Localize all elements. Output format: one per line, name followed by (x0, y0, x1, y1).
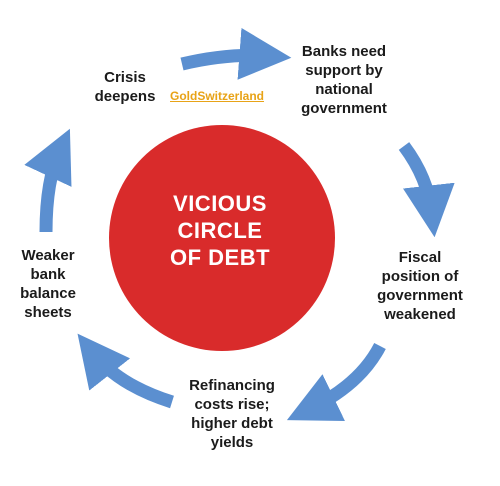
node-line: Refinancing (189, 377, 275, 394)
goldswitzerland-watermark: GoldSwitzerland (170, 89, 265, 103)
center-label: VICIOUS CIRCLE OF DEBT (110, 190, 330, 271)
node-line: deepens (94, 88, 156, 105)
node-line: Banks need (301, 43, 387, 60)
node-line: yields (210, 434, 254, 451)
node-line: government (377, 287, 463, 304)
node-line: position of (381, 268, 459, 285)
node-line: bank (30, 266, 66, 283)
arrow-weaker-to-crisis (24, 128, 72, 233)
center-circle (109, 125, 335, 351)
node-line: higher debt (191, 415, 273, 432)
node-line: balance (20, 285, 76, 302)
node-weaker-balance-sheets: Weaker bank balance sheets (8, 246, 88, 322)
center-line-1: VICIOUS (173, 191, 267, 216)
arrow-fiscal-to-refinancing (286, 342, 386, 422)
node-line: Crisis (104, 69, 146, 86)
center-line-3: OF DEBT (169, 245, 271, 270)
node-line: weakened (384, 306, 456, 323)
arrow-banks-to-fiscal (398, 142, 455, 238)
node-refinancing-costs: Refinancing costs rise; higher debt yiel… (172, 376, 292, 452)
node-line: Fiscal (398, 249, 442, 266)
node-banks-need-support: Banks need support by national governmen… (284, 42, 404, 118)
node-line: sheets (24, 304, 72, 321)
arrow-refinancing-to-weaker (77, 333, 174, 409)
arrow-crisis-to-banks (180, 27, 292, 80)
node-fiscal-position: Fiscal position of government weakened (362, 248, 478, 324)
node-line: support by (305, 62, 383, 79)
node-line: government (301, 100, 387, 117)
node-line: Weaker (21, 247, 75, 264)
center-line-2: CIRCLE (177, 218, 263, 243)
node-line: costs rise; (194, 396, 270, 413)
node-line: national (315, 81, 373, 98)
node-crisis-deepens: Crisis deepens (80, 68, 170, 106)
